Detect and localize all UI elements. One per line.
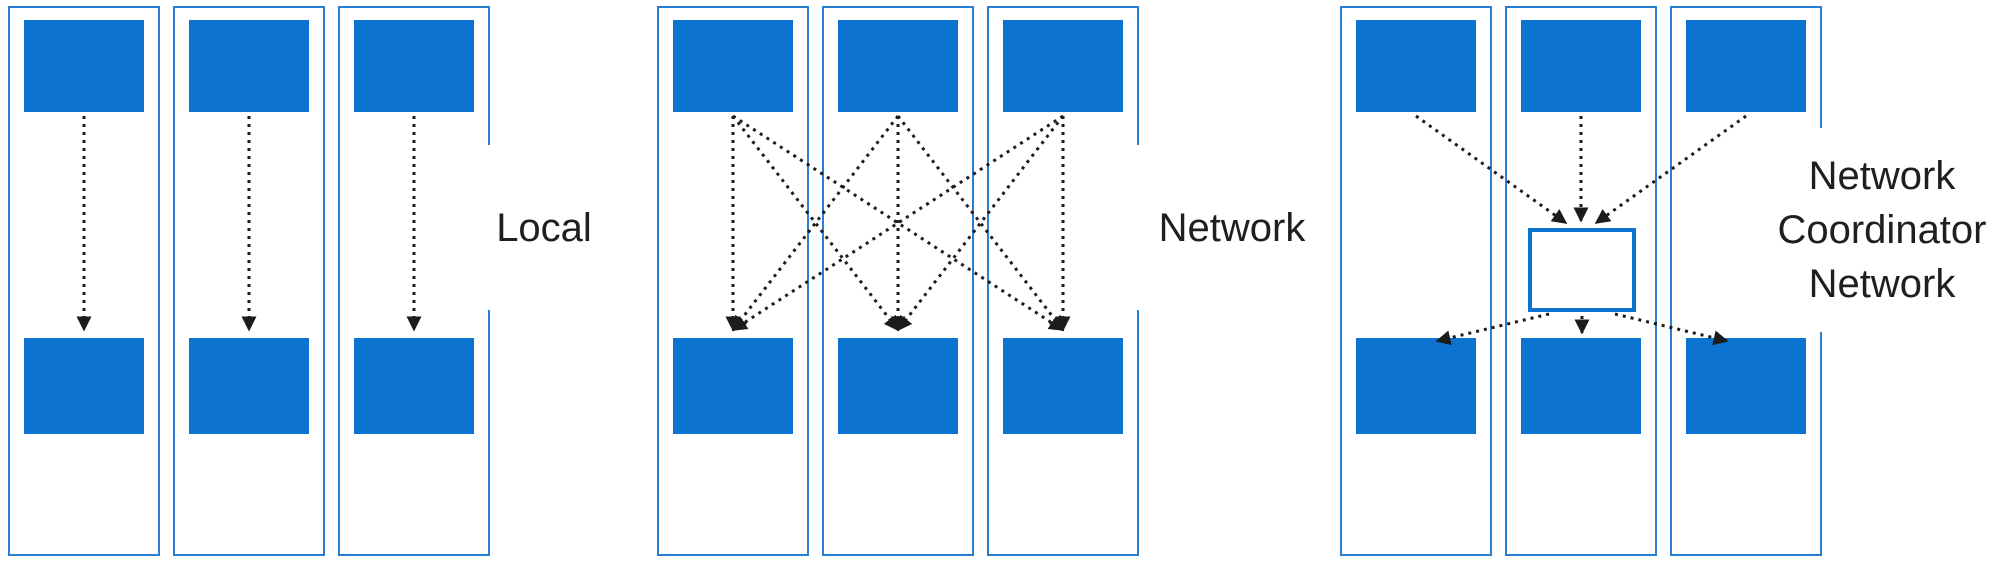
network-coordinator-label-line-1: Network xyxy=(1808,154,1956,198)
bottom-node xyxy=(673,338,793,434)
network-column-2 xyxy=(822,6,974,556)
top-node xyxy=(1356,20,1476,112)
bottom-node xyxy=(1003,338,1123,434)
local-column-2 xyxy=(173,6,325,556)
local-label: Local xyxy=(462,145,626,310)
network-coordinator-label-line-2: Coordinator xyxy=(1777,208,1987,252)
network-coordinator-label-line-3: Network xyxy=(1808,262,1956,306)
network-column-3 xyxy=(987,6,1139,556)
bottom-node xyxy=(1521,338,1641,434)
network-column-1 xyxy=(657,6,809,556)
bottom-node xyxy=(1686,338,1806,434)
top-node xyxy=(189,20,309,112)
top-node xyxy=(1686,20,1806,112)
top-node xyxy=(1521,20,1641,112)
coordinator-node xyxy=(1528,228,1636,312)
network-label: Network xyxy=(1130,145,1334,310)
bottom-node xyxy=(354,338,474,434)
top-node xyxy=(1003,20,1123,112)
top-node xyxy=(354,20,474,112)
bottom-node xyxy=(189,338,309,434)
top-node xyxy=(673,20,793,112)
bottom-node xyxy=(1356,338,1476,434)
bottom-node xyxy=(24,338,144,434)
local-column-1 xyxy=(8,6,160,556)
coordinator-column-1 xyxy=(1340,6,1492,556)
top-node xyxy=(838,20,958,112)
network-coordinator-label: Network Coordinator Network xyxy=(1766,128,1998,332)
bottom-node xyxy=(838,338,958,434)
top-node xyxy=(24,20,144,112)
